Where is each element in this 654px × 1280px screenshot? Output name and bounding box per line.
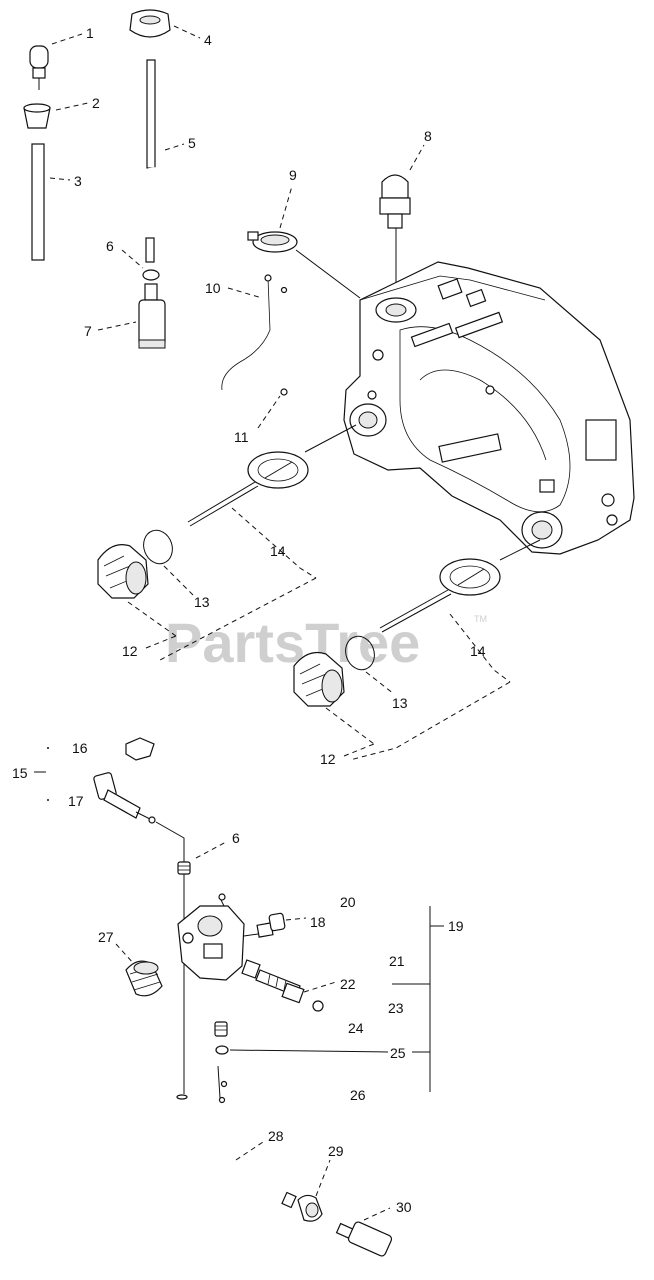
- part-27-worm-gear[interactable]: [125, 960, 163, 997]
- callout-17: 17: [68, 793, 84, 809]
- part-8-plug[interactable]: [379, 174, 411, 229]
- callout-10: 10: [205, 280, 221, 296]
- part-22-plunger[interactable]: [241, 959, 324, 1012]
- callout-9: 9: [289, 167, 297, 183]
- callout-12a: 12: [122, 643, 138, 659]
- callout-8: 8: [424, 128, 432, 144]
- callout-18: 18: [310, 914, 326, 930]
- callout-3: 3: [74, 173, 82, 189]
- callout-6b: 6: [232, 830, 240, 846]
- part-24-spring[interactable]: [214, 1021, 228, 1037]
- part-17-fitting[interactable]: [93, 772, 156, 824]
- callout-19: 19: [448, 918, 464, 934]
- callout-26: 26: [350, 1087, 366, 1103]
- callout-7: 7: [84, 323, 92, 339]
- callout-2: 2: [92, 95, 100, 111]
- callout-23: 23: [388, 1000, 404, 1016]
- callout-12b: 12: [320, 751, 336, 767]
- part-12-nut-left[interactable]: [97, 544, 149, 599]
- callout-14a: 14: [270, 543, 286, 559]
- part-12-nut-right[interactable]: [293, 651, 345, 707]
- part-9-clamp[interactable]: [247, 231, 298, 253]
- part-14-bar-plate-left[interactable]: [187, 451, 309, 527]
- callout-21: 21: [389, 953, 405, 969]
- part-6-oring-lower[interactable]: [177, 861, 191, 875]
- oil-pump-body[interactable]: [177, 893, 245, 981]
- part-10-hose[interactable]: [221, 274, 288, 391]
- part-1-cap[interactable]: [29, 45, 49, 90]
- part-2-bushing[interactable]: [23, 103, 51, 129]
- part-13-oring-right[interactable]: [341, 632, 379, 674]
- part-26-pin[interactable]: [217, 1065, 228, 1104]
- callout-6a: 6: [106, 238, 114, 254]
- part-11-fitting[interactable]: [280, 388, 288, 396]
- callout-22: 22: [340, 976, 356, 992]
- callout-27: 27: [98, 929, 114, 945]
- callout-4: 4: [204, 32, 212, 48]
- part-4-grommet[interactable]: [129, 9, 171, 38]
- callout-28: 28: [268, 1128, 284, 1144]
- callout-24: 24: [348, 1020, 364, 1036]
- callout-13b: 13: [392, 695, 408, 711]
- part-18-screw[interactable]: [243, 912, 286, 938]
- watermark: PartsTree: [165, 611, 420, 674]
- callout-29: 29: [328, 1143, 344, 1159]
- part-7-filter[interactable]: [138, 283, 166, 349]
- part-13-oring-left[interactable]: [139, 526, 177, 568]
- callout-16: 16: [72, 740, 88, 756]
- callout-25: 25: [390, 1045, 406, 1061]
- part-29-grommet[interactable]: [297, 1194, 323, 1222]
- callout-11: 11: [234, 429, 249, 445]
- crankcase-housing[interactable]: [343, 261, 635, 555]
- part-14-bar-plate-right[interactable]: [379, 558, 501, 633]
- callout-13a: 13: [194, 594, 210, 610]
- part-6-oring-upper[interactable]: [142, 269, 160, 281]
- callout-1: 1: [86, 25, 94, 41]
- part-5-coiled-hose[interactable]: [133, 59, 187, 263]
- watermark-tm: TM: [474, 614, 487, 624]
- part-30-filter[interactable]: [335, 1221, 393, 1257]
- callout-15: 15: [12, 765, 28, 781]
- callout-20: 20: [340, 894, 356, 910]
- part-3-tube[interactable]: [31, 143, 45, 261]
- part-28-hose[interactable]: [176, 1094, 297, 1209]
- callout-14b: 14: [470, 643, 486, 659]
- part-25-washer[interactable]: [215, 1045, 229, 1055]
- part-16-block[interactable]: [125, 737, 155, 761]
- callout-30: 30: [396, 1199, 412, 1215]
- callout-5: 5: [188, 135, 196, 151]
